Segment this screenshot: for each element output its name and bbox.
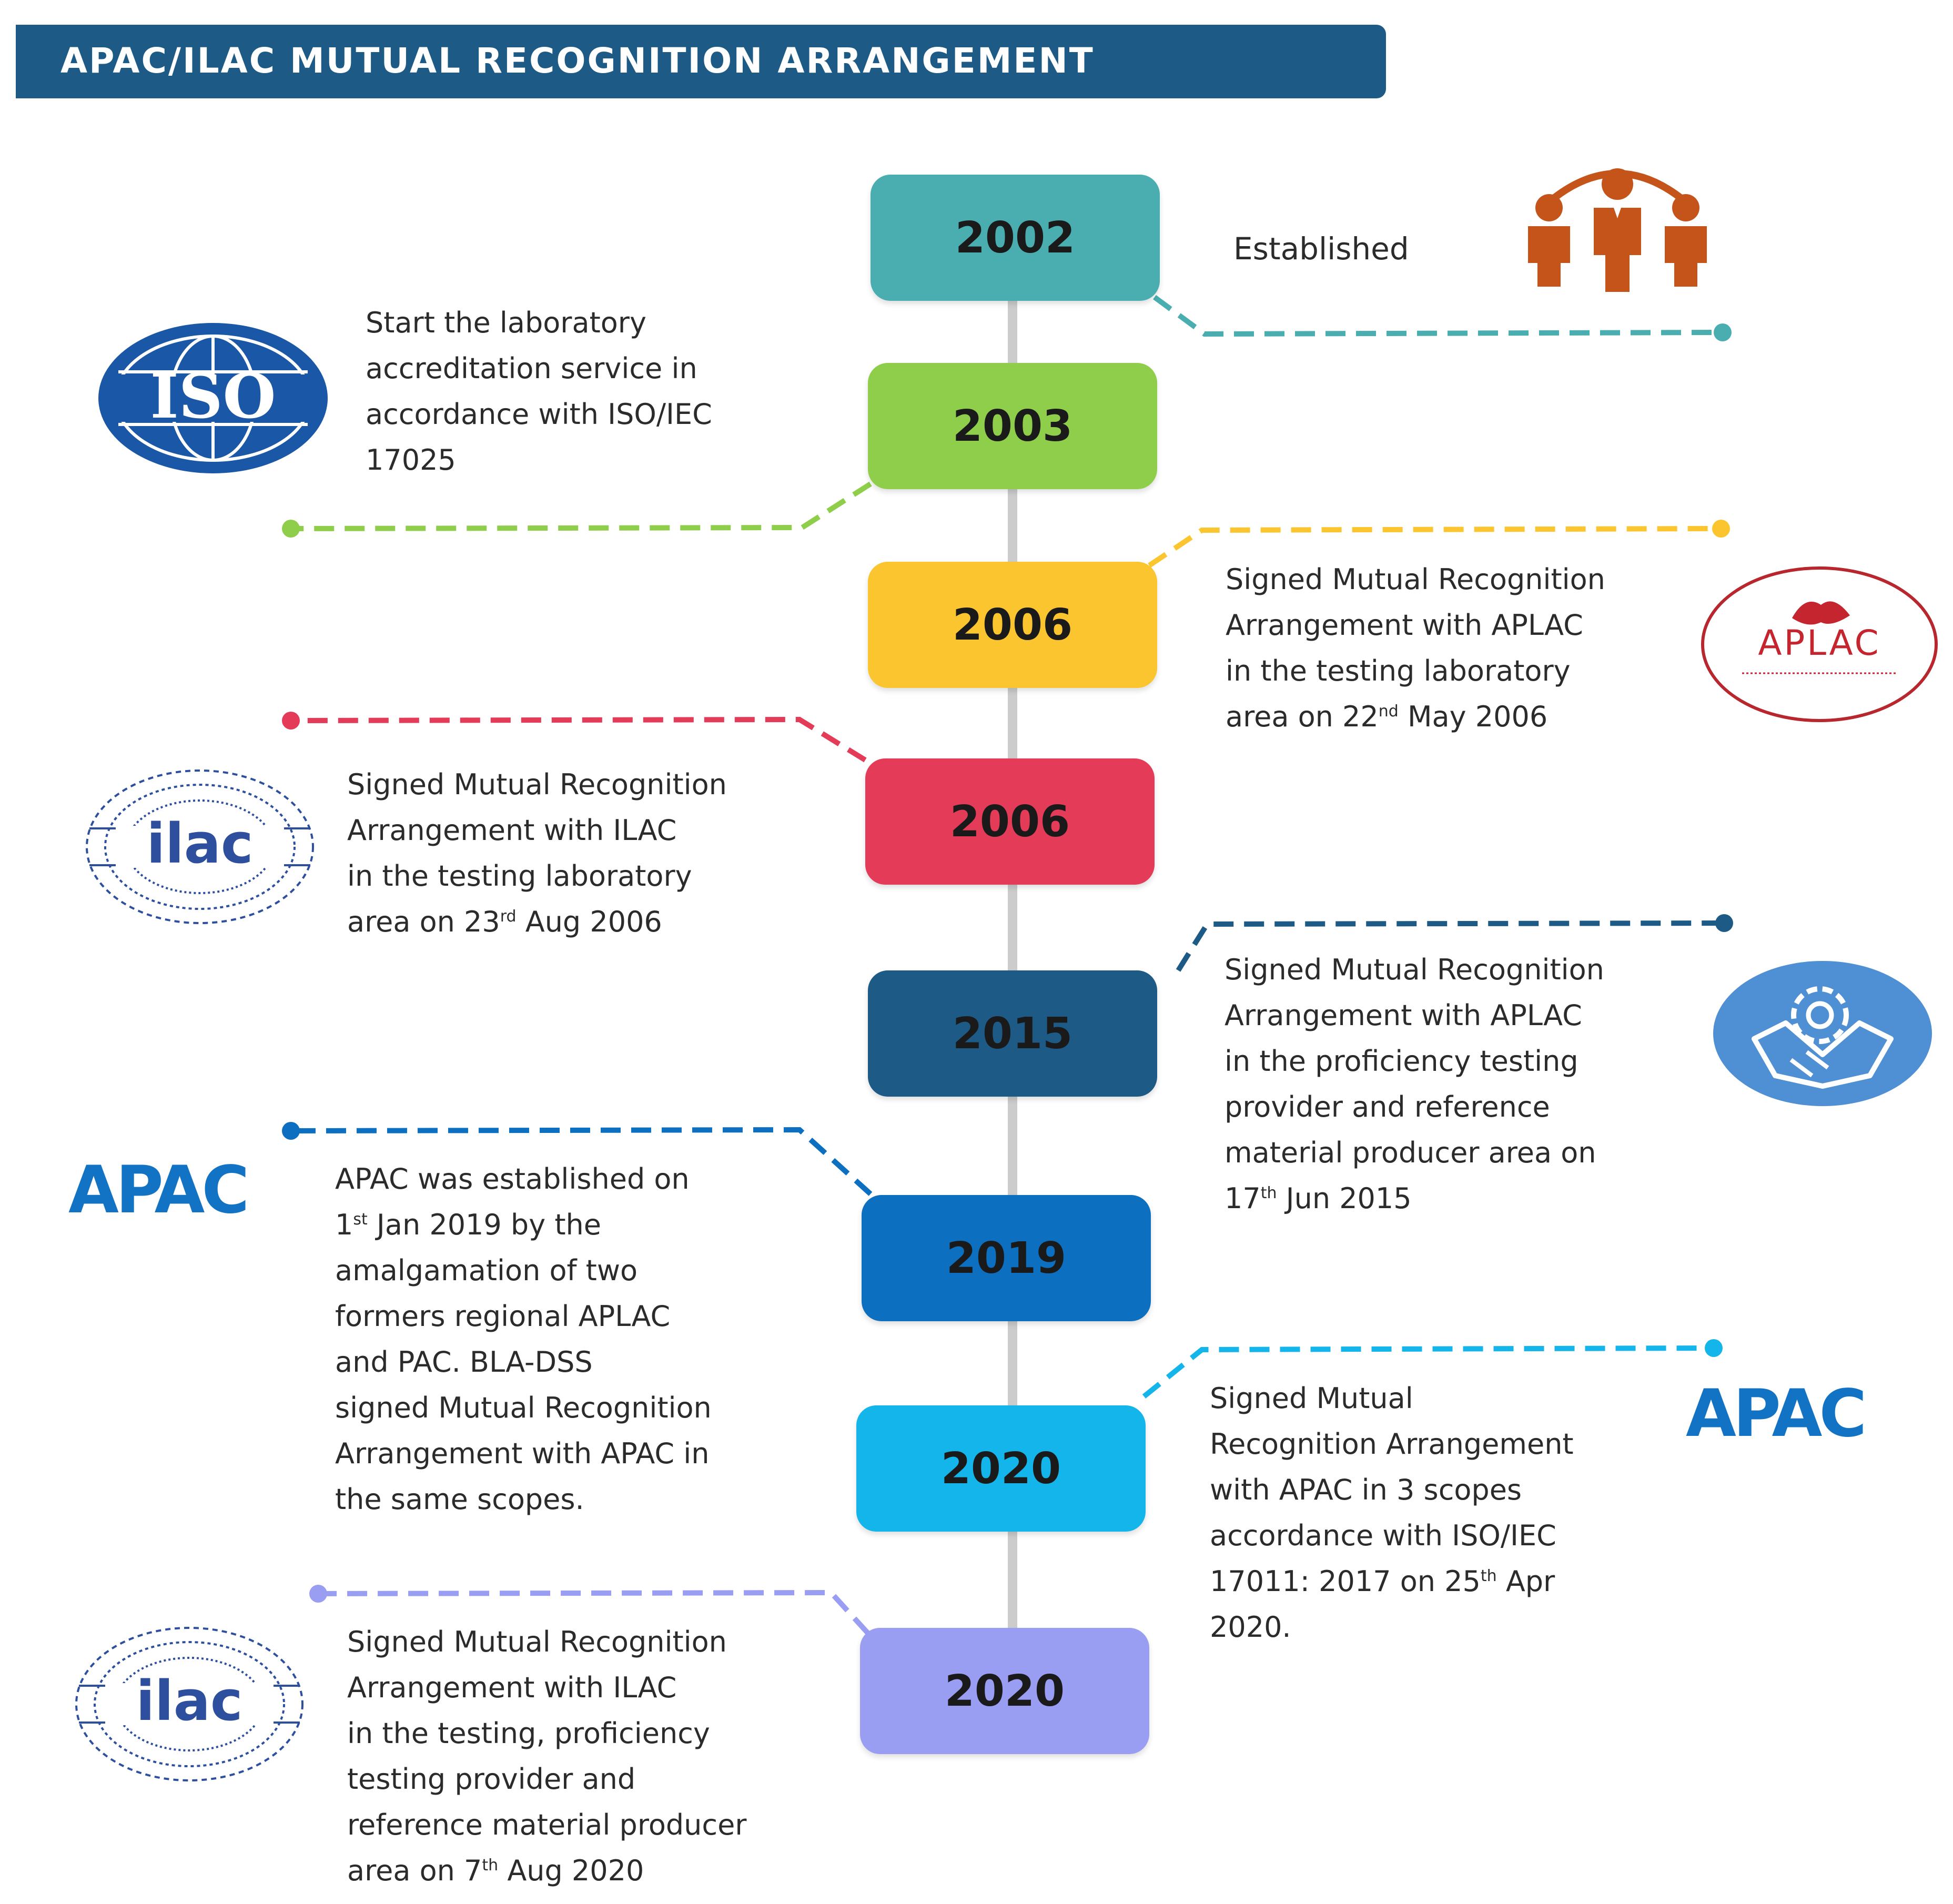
event-line: 17025	[366, 443, 456, 477]
connector-dot-2006-ilac	[282, 712, 300, 730]
year-box-2020-apac: 2020	[856, 1405, 1146, 1532]
event-line: with APAC in 3 scopes	[1210, 1473, 1522, 1506]
event-line: material producer area on	[1225, 1136, 1596, 1169]
year-label: 2003	[952, 401, 1073, 451]
connector-2006-ilac	[294, 716, 867, 763]
event-line: 17th Jun 2015	[1225, 1182, 1412, 1215]
connector-2006-aplac	[1148, 526, 1718, 568]
event-line: area on 7th Aug 2020	[347, 1854, 644, 1887]
aplac-logo-text: APLAC	[1758, 623, 1880, 663]
year-label: 2020	[944, 1666, 1065, 1716]
year-label: 2019	[946, 1233, 1067, 1283]
event-line: provider and reference	[1225, 1090, 1550, 1123]
event-line: signed Mutual Recognition	[335, 1391, 712, 1424]
event-line: accreditation service in	[366, 352, 697, 385]
year-box-2019: 2019	[862, 1195, 1151, 1321]
event-line: 2020.	[1210, 1611, 1291, 1644]
year-label: 2015	[952, 1008, 1073, 1059]
year-label: 2020	[940, 1443, 1061, 1494]
connector-2020-ilac	[315, 1589, 870, 1635]
connector-2002	[1153, 295, 1721, 337]
event-2006-aplac-text: Signed Mutual Recognition Arrangement wi…	[1226, 556, 1605, 740]
event-line: Signed Mutual	[1210, 1382, 1413, 1415]
aplac-logo: APLAC	[1701, 566, 1938, 722]
year-box-2015: 2015	[868, 970, 1157, 1097]
event-line: Arrangement with APLAC	[1226, 609, 1583, 642]
ilac-logo-text: ilac	[146, 812, 253, 876]
event-line: in the proficiency testing	[1225, 1045, 1578, 1078]
iso-logo-text: ISO	[150, 361, 276, 432]
apac-logo: APAC	[68, 1157, 249, 1226]
year-box-2003: 2003	[868, 363, 1157, 489]
event-2002-text: Established	[1233, 226, 1409, 272]
event-line: reference material producer	[347, 1808, 747, 1841]
year-label: 2002	[955, 212, 1076, 263]
apac-logo-text: APAC	[1686, 1381, 1864, 1449]
connector-dot-2006-aplac	[1712, 520, 1730, 538]
event-line: Recognition Arrangement	[1210, 1427, 1574, 1461]
event-line: Arrangement with ILAC	[347, 814, 677, 847]
event-line: Arrangement with APAC in	[335, 1437, 710, 1470]
event-line: accordance with ISO/IEC	[1210, 1519, 1556, 1552]
event-line: Start the laboratory	[366, 306, 646, 339]
connector-dot-2015	[1715, 914, 1733, 932]
handshake-gear-icon	[1713, 961, 1932, 1106]
event-line: the same scopes.	[335, 1483, 584, 1516]
event-line: Established	[1233, 231, 1409, 267]
event-2003-text: Start the laboratory accreditation servi…	[366, 300, 712, 483]
event-line: Arrangement with APLAC	[1225, 999, 1582, 1032]
event-2006-ilac-text: Signed Mutual Recognition Arrangement wi…	[347, 762, 727, 945]
year-label: 2006	[952, 600, 1073, 650]
event-line: Signed Mutual Recognition	[1226, 563, 1605, 596]
apac-logo-text: APAC	[68, 1157, 246, 1226]
people-group-icon	[1528, 168, 1707, 292]
event-line: in the testing laboratory	[1226, 654, 1571, 687]
connector-dot-2020-ilac	[309, 1585, 327, 1603]
event-line: Signed Mutual Recognition	[1225, 953, 1604, 986]
year-box-2006-ilac: 2006	[865, 758, 1155, 885]
connector-dot-2020-apac	[1705, 1339, 1723, 1357]
apac-logo: APAC	[1686, 1381, 1867, 1449]
event-line: in the testing, proficiency	[347, 1717, 710, 1750]
year-label: 2006	[949, 796, 1070, 847]
connector-2020-apac	[1142, 1345, 1710, 1399]
event-2020-ilac-text: Signed Mutual Recognition Arrangement wi…	[347, 1619, 747, 1893]
event-2019-text: APAC was established on 1st Jan 2019 by …	[335, 1156, 712, 1522]
event-line: formers regional APLAC	[335, 1300, 671, 1333]
connector-2019	[294, 1127, 873, 1196]
event-line: Signed Mutual Recognition	[347, 768, 727, 801]
year-box-2020-ilac: 2020	[860, 1628, 1149, 1754]
iso-logo: ISO	[98, 323, 328, 473]
event-2015-text: Signed Mutual Recognition Arrangement wi…	[1225, 947, 1604, 1221]
ilac-logo: ilac	[75, 1627, 303, 1781]
event-line: Arrangement with ILAC	[347, 1671, 677, 1704]
ilac-logo: ilac	[86, 769, 314, 924]
connector-2015	[1176, 920, 1721, 972]
event-2020-apac-text: Signed Mutual Recognition Arrangement wi…	[1210, 1375, 1574, 1650]
connector-dot-2003	[282, 520, 300, 538]
page-title: APAC/ILAC MUTUAL RECOGNITION ARRANGEMENT	[60, 40, 1095, 81]
event-line: testing provider and	[347, 1763, 636, 1796]
year-box-2006-aplac: 2006	[868, 562, 1157, 688]
event-line: 17011: 2017 on 25th Apr	[1210, 1565, 1555, 1598]
ilac-logo-text: ilac	[136, 1669, 242, 1733]
event-line: and PAC. BLA-DSS	[335, 1345, 593, 1379]
year-box-2002: 2002	[871, 175, 1160, 301]
event-line: area on 23rd Aug 2006	[347, 905, 662, 938]
connector-dot-2002	[1714, 323, 1732, 341]
event-line: 1st Jan 2019 by the	[335, 1208, 601, 1241]
event-line: accordance with ISO/IEC	[366, 398, 712, 431]
connector-2003	[294, 481, 872, 531]
event-line: Signed Mutual Recognition	[347, 1625, 727, 1658]
connector-dot-2019	[282, 1122, 300, 1140]
title-banner: APAC/ILAC MUTUAL RECOGNITION ARRANGEMENT	[16, 25, 1386, 98]
event-line: area on 22nd May 2006	[1226, 700, 1548, 733]
event-line: APAC was established on	[335, 1162, 690, 1196]
event-line: amalgamation of two	[335, 1254, 638, 1287]
event-line: in the testing laboratory	[347, 859, 692, 893]
